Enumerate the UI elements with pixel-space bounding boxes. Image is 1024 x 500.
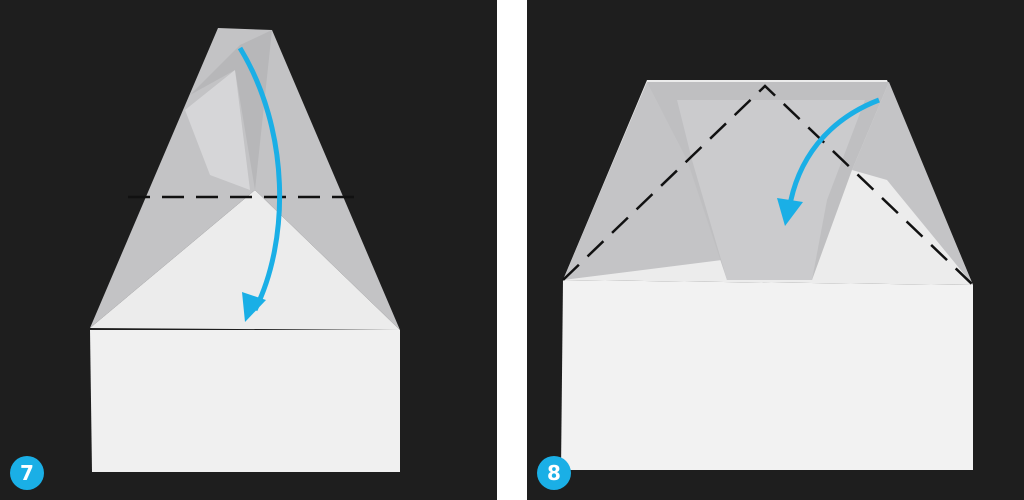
arrow-head-icon xyxy=(242,292,266,322)
paper-lower-triangle xyxy=(90,190,400,330)
step-8-panel: 8 xyxy=(527,0,1024,500)
left-flap xyxy=(563,82,722,280)
right-flap xyxy=(852,82,973,285)
step-7-paper-illustration xyxy=(90,28,400,472)
paper-body xyxy=(90,330,400,472)
step-8-paper-illustration xyxy=(561,80,974,470)
step-7-panel: 7 xyxy=(0,0,497,500)
paper-inner-flap xyxy=(185,70,250,190)
fold-line xyxy=(562,84,974,286)
step-number-badge: 7 xyxy=(10,456,44,490)
paper-body xyxy=(561,280,973,470)
arrow-head-icon xyxy=(777,198,803,226)
curved-arrow-icon xyxy=(237,46,283,312)
step-number-badge: 8 xyxy=(537,456,571,490)
curved-arrow-icon xyxy=(786,97,880,211)
